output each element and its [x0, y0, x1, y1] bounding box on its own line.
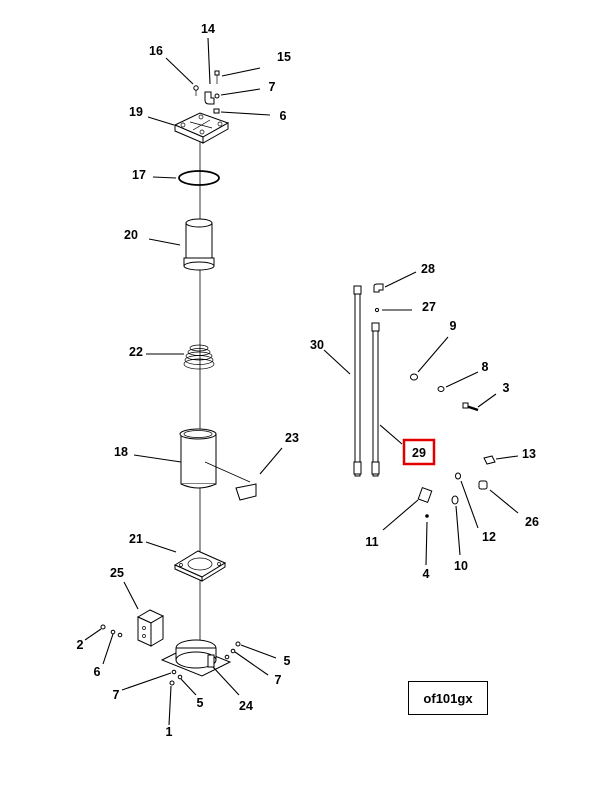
callout-7-top[interactable]: 7 — [269, 80, 276, 94]
filter-bowl-18 — [179, 428, 217, 489]
callout-7-right[interactable]: 7 — [275, 673, 282, 687]
callout-10[interactable]: 10 — [454, 559, 468, 573]
tube-30 — [353, 285, 362, 477]
elbow-fitting-28 — [373, 283, 384, 293]
fitting-10 — [451, 495, 459, 505]
screw-16 — [193, 85, 199, 96]
base-hardware — [100, 624, 241, 686]
fitting-26 — [478, 480, 488, 490]
callout-25[interactable]: 25 — [110, 566, 124, 580]
callout-26[interactable]: 26 — [525, 515, 539, 529]
callout-20[interactable]: 20 — [124, 228, 138, 242]
nut-9 — [410, 373, 418, 381]
connector-11 — [417, 487, 433, 503]
callout-2[interactable]: 2 — [77, 638, 84, 652]
callout-22[interactable]: 22 — [129, 345, 143, 359]
callout-18[interactable]: 18 — [114, 445, 128, 459]
bolt-15 — [214, 70, 220, 84]
callout-30[interactable]: 30 — [310, 338, 324, 352]
callout-1[interactable]: 1 — [166, 725, 173, 739]
callout-6-bottom[interactable]: 6 — [94, 665, 101, 679]
filter-element-20 — [183, 218, 215, 271]
callout-29-highlight — [402, 438, 436, 466]
callout-6-top[interactable]: 6 — [280, 109, 287, 123]
callout-29[interactable]: 29 — [412, 446, 426, 460]
callout-8[interactable]: 8 — [482, 360, 489, 374]
washer-7-top — [214, 93, 220, 99]
gasket-21 — [173, 550, 227, 582]
callout-15[interactable]: 15 — [277, 50, 291, 64]
callout-21[interactable]: 21 — [129, 532, 143, 546]
ring-27 — [374, 307, 380, 313]
callout-17[interactable]: 17 — [132, 168, 146, 182]
spring-22 — [183, 344, 215, 370]
callout-5-right[interactable]: 5 — [284, 654, 291, 668]
callout-4[interactable]: 4 — [423, 567, 430, 581]
callout-5-bottom-left[interactable]: 5 — [197, 696, 204, 710]
callout-13[interactable]: 13 — [522, 447, 536, 461]
callout-11[interactable]: 11 — [365, 535, 378, 549]
callout-16[interactable]: 16 — [149, 44, 163, 58]
callout-23[interactable]: 23 — [285, 431, 299, 445]
callout-7-bottom-left[interactable]: 7 — [113, 688, 120, 702]
callout-9[interactable]: 9 — [450, 319, 457, 333]
callout-28[interactable]: 28 — [421, 262, 435, 276]
ring-12 — [455, 472, 461, 480]
filter-head-19 — [173, 112, 230, 144]
callout-14[interactable]: 14 — [201, 22, 215, 36]
callout-19[interactable]: 19 — [129, 105, 143, 119]
drawing-reference-label: of101gx — [423, 690, 473, 706]
callout-24[interactable]: 24 — [239, 699, 253, 713]
callout-labels: 14 15 16 7 6 19 17 20 22 18 23 21 25 2 6… — [77, 22, 539, 739]
shield-guide-line — [204, 461, 251, 483]
ball-4 — [425, 514, 429, 518]
washer-8 — [437, 386, 445, 392]
shield-23 — [235, 483, 257, 501]
o-ring-17 — [178, 170, 220, 186]
nut-6-top — [213, 108, 220, 114]
callout-12[interactable]: 12 — [482, 530, 496, 544]
bracket-25 — [136, 609, 165, 647]
leader-lines — [84, 37, 519, 726]
bolt-3 — [462, 402, 479, 412]
tube-29 — [371, 322, 380, 477]
callout-3[interactable]: 3 — [503, 381, 510, 395]
base-clamp-24 — [160, 639, 232, 677]
clip-13 — [483, 455, 496, 465]
drawing-reference-box: of101gx — [408, 681, 488, 715]
callout-27[interactable]: 27 — [422, 300, 436, 314]
elbow-fitting-14 — [204, 91, 215, 105]
